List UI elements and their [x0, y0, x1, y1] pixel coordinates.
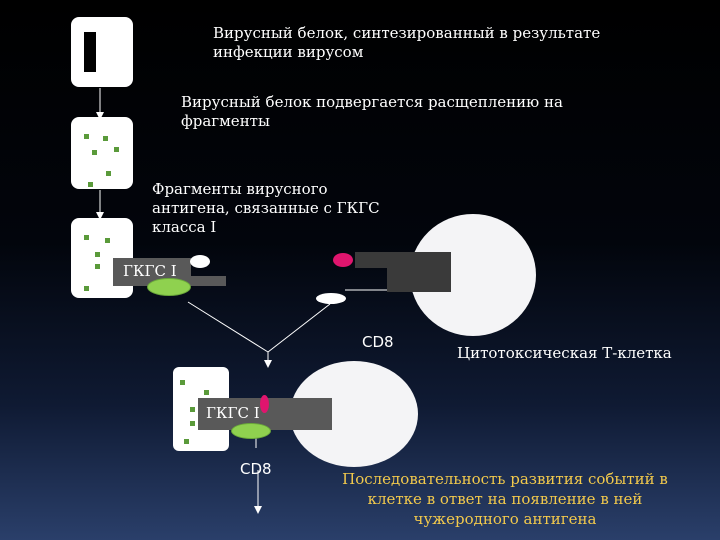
fragment — [95, 252, 100, 257]
mhc-arm-top — [186, 276, 226, 286]
green-molecule-bottom — [231, 423, 271, 439]
fragment — [84, 235, 89, 240]
cd8-label-bottom: CD8 — [240, 460, 272, 478]
line-mhc-to-junction — [187, 301, 269, 353]
fragment — [184, 439, 189, 444]
fragment — [106, 171, 111, 176]
pink-molecule-bottom — [260, 395, 269, 413]
fragment — [190, 421, 195, 426]
pink-molecule-top — [333, 253, 353, 267]
fragment — [190, 407, 195, 412]
step3-label: Фрагменты вирусного антигена, связанные … — [152, 180, 380, 236]
infected-cell — [71, 17, 133, 87]
conclusion-text: Последовательность развития событий в кл… — [342, 470, 668, 528]
t-cell-receptor-block — [387, 252, 451, 292]
green-molecule-top — [147, 278, 191, 296]
viral-protein — [84, 32, 96, 72]
cd8-label-top: CD8 — [362, 333, 394, 351]
fragment — [204, 390, 209, 395]
fragment — [103, 136, 108, 141]
fragment — [84, 286, 89, 291]
fragment — [180, 380, 185, 385]
fragment — [88, 182, 93, 187]
t-cell-label: Цитотоксическая Т-клетка — [457, 344, 672, 362]
white-cd8-top — [316, 293, 346, 304]
fragment — [92, 150, 97, 155]
line-tcell-to-junction — [267, 303, 331, 353]
white-antigen-top — [190, 255, 210, 268]
fragmenting-cell — [71, 117, 133, 189]
fragment — [105, 238, 110, 243]
fragment — [95, 264, 100, 269]
fragment — [114, 147, 119, 152]
step2-label: Вирусный белок подвергается расщеплению … — [181, 93, 563, 130]
step1-label: Вирусный белок, синтезированный в резуль… — [213, 24, 601, 61]
fragment — [84, 134, 89, 139]
